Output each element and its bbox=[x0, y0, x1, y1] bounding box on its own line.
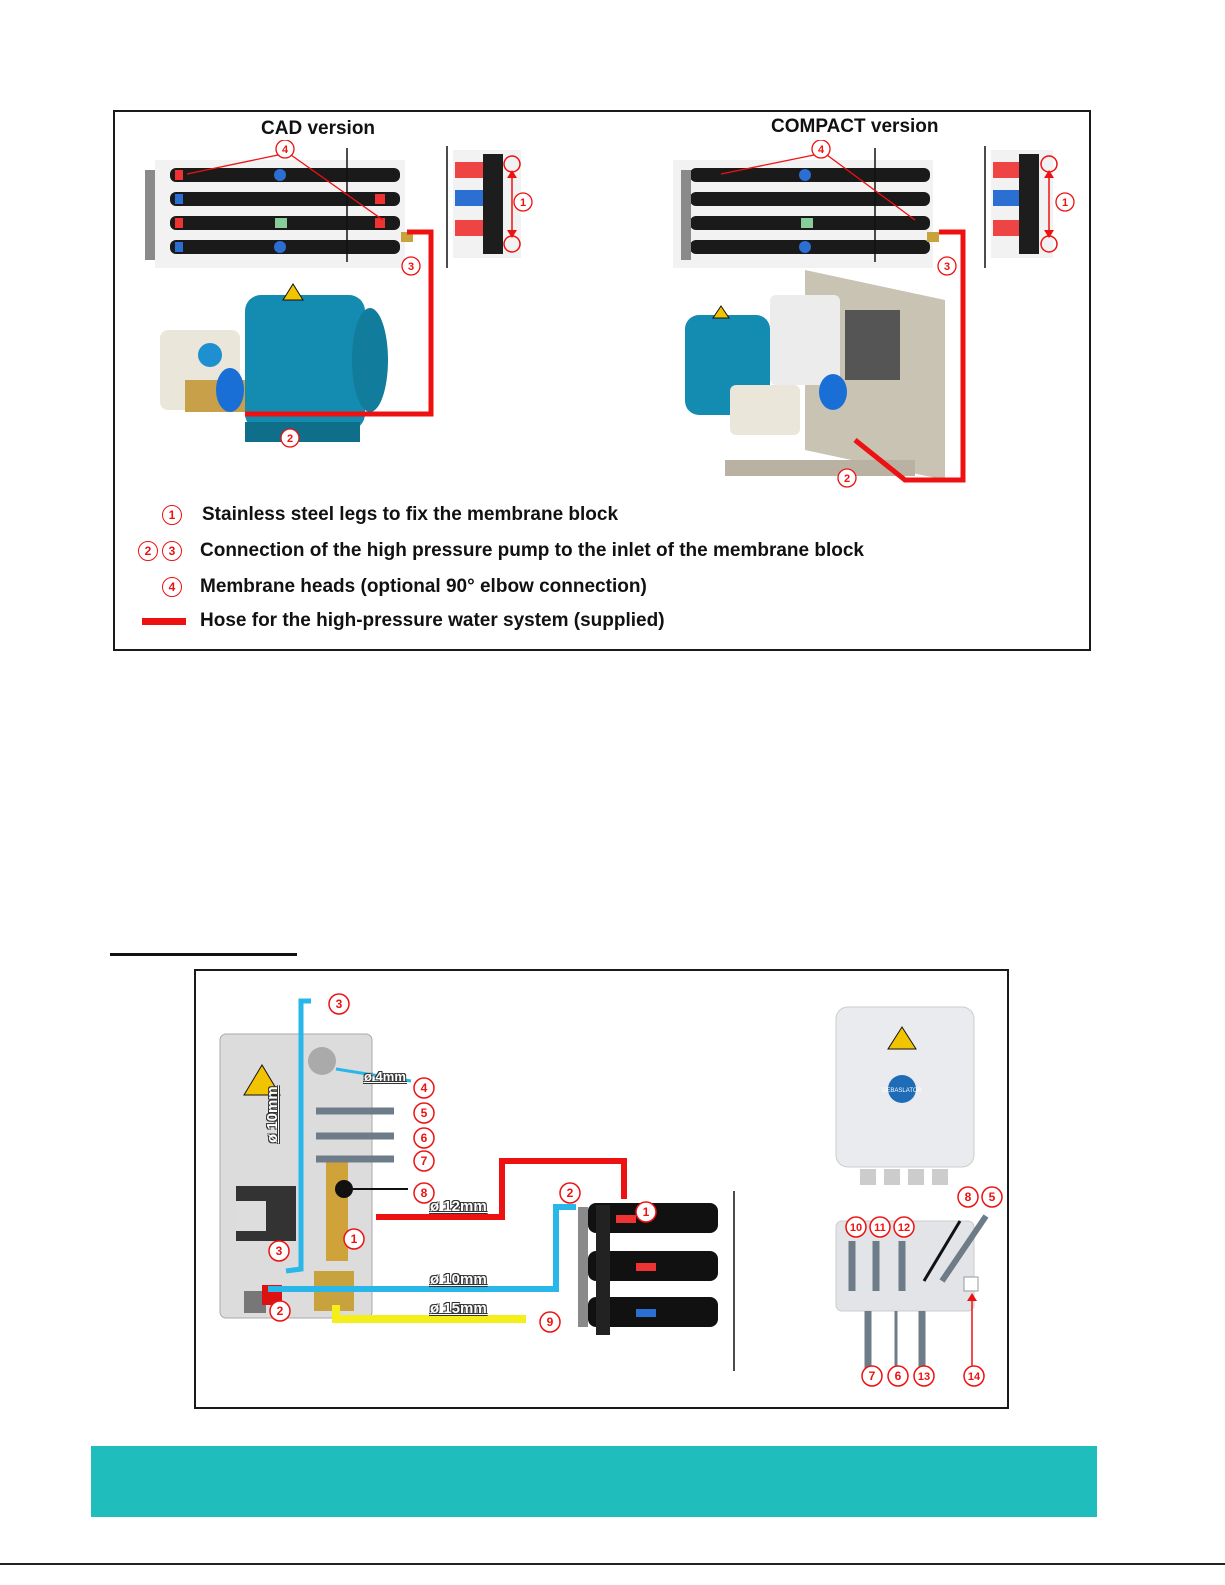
callout-12: 12 bbox=[898, 1222, 910, 1234]
callout-6-box: 6 bbox=[895, 1369, 902, 1383]
callout-5-box: 5 bbox=[989, 1190, 996, 1204]
callout-1-left: 1 bbox=[351, 1232, 358, 1246]
callout-2-left: 2 bbox=[277, 1304, 284, 1318]
callout-5: 5 bbox=[421, 1106, 428, 1120]
installation-figure-bottom: DEBASLATOR 3 4 5 6 7 8 1 3 2 bbox=[194, 969, 1009, 1409]
callout-8-box: 8 bbox=[965, 1190, 972, 1204]
membrane-block bbox=[578, 1203, 718, 1335]
hose-2-10mm bbox=[268, 1204, 576, 1292]
legend-row-3: 4 Membrane heads (optional 90° elbow con… bbox=[162, 576, 647, 598]
callout-1-cad: 1 bbox=[520, 197, 526, 209]
cad-version-title: CAD version bbox=[261, 118, 376, 139]
compact-version-title: COMPACT version bbox=[771, 116, 939, 137]
cad-pump-motor bbox=[160, 283, 388, 442]
hose-9-15mm bbox=[332, 1305, 526, 1323]
callouts: 3 4 5 6 7 8 1 3 2 2 1 9 8 5 10 11 12 7 6… bbox=[268, 993, 1003, 1387]
callout-4: 4 bbox=[421, 1081, 428, 1095]
callout-7: 7 bbox=[421, 1154, 428, 1168]
callout-14: 14 bbox=[968, 1371, 981, 1383]
callout-3-compact: 3 bbox=[944, 261, 950, 273]
compact-side-view bbox=[991, 150, 1058, 258]
legend-text-4: Hose for the high-pressure water system … bbox=[200, 610, 665, 631]
callout-2-right: 2 bbox=[567, 1186, 574, 1200]
installation-figure-top: CAD version COMPACT version 1 bbox=[113, 110, 1091, 651]
compact-skid bbox=[685, 270, 945, 480]
callout-3-top: 3 bbox=[336, 997, 343, 1011]
callout-3-cad: 3 bbox=[408, 261, 414, 273]
callout-4-compact: 4 bbox=[818, 144, 825, 156]
hose-4 bbox=[335, 1067, 412, 1083]
callout-10: 10 bbox=[850, 1222, 862, 1234]
installation-drawing: 1 4 3 2 bbox=[145, 140, 1075, 488]
dim-15mm: ø 15mm bbox=[430, 1300, 487, 1317]
dim-10mm-vertical: ø 10mm bbox=[264, 1086, 281, 1143]
connection-drawing: DEBASLATOR 3 4 5 6 7 8 1 3 2 bbox=[219, 993, 1003, 1387]
callout-2-cad: 2 bbox=[287, 433, 293, 445]
cad-side-view bbox=[453, 150, 521, 258]
legend-row-2: 2 3 Connection of the high pressure pump… bbox=[138, 540, 864, 562]
footer-band bbox=[91, 1446, 1097, 1517]
callout-2-compact: 2 bbox=[844, 473, 850, 485]
dim-4mm: ø 4mm bbox=[364, 1069, 406, 1084]
legend-marker-3: 3 bbox=[162, 541, 182, 561]
hp-hose-compact bbox=[853, 229, 966, 483]
callout-13: 13 bbox=[918, 1371, 930, 1383]
callout-6: 6 bbox=[421, 1131, 428, 1145]
legend-text-1: Stainless steel legs to fix the membrane… bbox=[202, 504, 619, 525]
hose-3 bbox=[285, 998, 311, 1274]
callout-11: 11 bbox=[874, 1222, 886, 1234]
cad-membrane-block bbox=[145, 148, 413, 268]
electrical-box: DEBASLATOR bbox=[835, 1006, 989, 1369]
callout-1-right: 1 bbox=[643, 1205, 650, 1219]
dim-12mm: ø 12mm bbox=[430, 1198, 487, 1215]
callout-3-bottom: 3 bbox=[276, 1244, 283, 1258]
legend-marker-1: 1 bbox=[162, 505, 182, 525]
callout-7-box: 7 bbox=[869, 1369, 876, 1383]
legend-text-2: Connection of the high pressure pump to … bbox=[200, 540, 864, 561]
section-heading-underline bbox=[110, 953, 297, 956]
callout-8: 8 bbox=[421, 1186, 428, 1200]
callout-9: 9 bbox=[547, 1315, 554, 1329]
dim-10mm: ø 10mm bbox=[430, 1271, 487, 1288]
callout-1-compact: 1 bbox=[1062, 197, 1068, 209]
legend-marker-4: 4 bbox=[162, 577, 182, 597]
hose-swatch bbox=[142, 617, 186, 625]
legend-text-3: Membrane heads (optional 90° elbow conne… bbox=[200, 576, 647, 597]
legend-row-1: 1 Stainless steel legs to fix the membra… bbox=[162, 504, 618, 526]
hose-hp-12mm bbox=[376, 1158, 627, 1220]
hp-hose-cad bbox=[245, 229, 434, 417]
legend-row-4: Hose for the high-pressure water system … bbox=[142, 610, 665, 632]
control-panel bbox=[219, 1033, 373, 1319]
box-logo-text: DEBASLATOR bbox=[882, 1088, 922, 1094]
legend-marker-2: 2 bbox=[138, 541, 158, 561]
compact-membrane-block bbox=[673, 148, 939, 268]
callout-4-cad: 4 bbox=[282, 144, 289, 156]
page-bottom-rule bbox=[0, 1563, 1225, 1565]
